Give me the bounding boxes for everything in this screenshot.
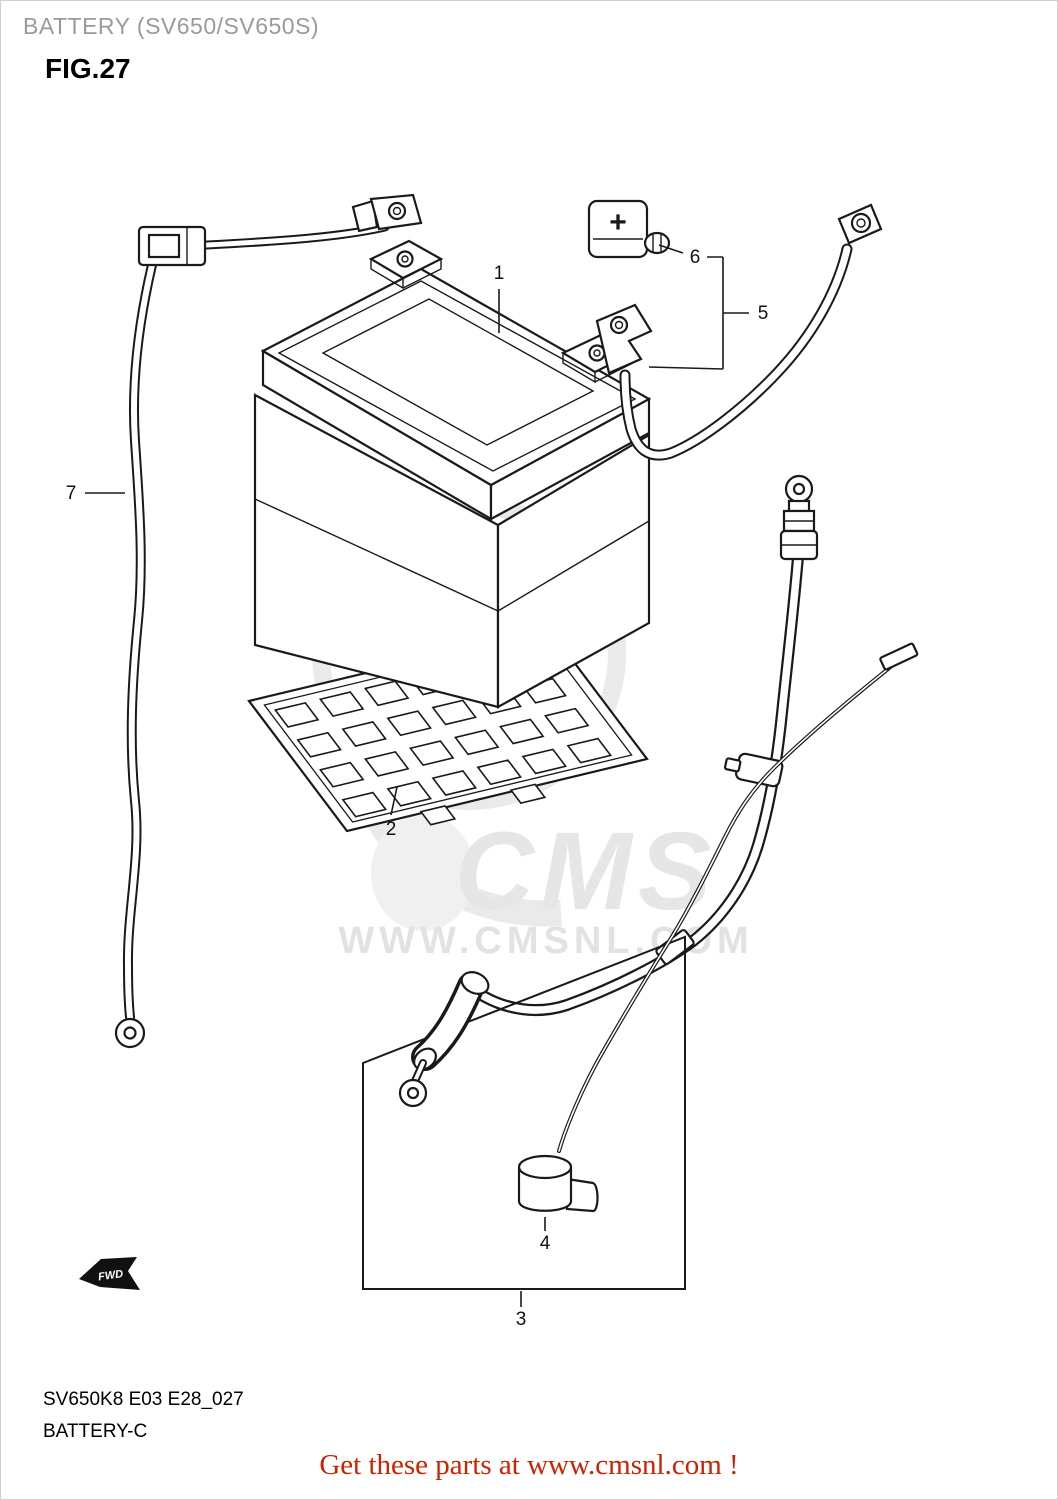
cable-7-top-bracket bbox=[351, 193, 423, 233]
tray-foot bbox=[421, 806, 455, 825]
watermark-blob bbox=[371, 815, 475, 931]
ground-cable-7 bbox=[114, 193, 423, 1049]
component-4-top bbox=[517, 1154, 573, 1180]
battery-terminal-left bbox=[368, 239, 444, 290]
plus-terminal-symbol: + bbox=[609, 206, 627, 239]
battery-minus-lead bbox=[463, 474, 819, 1016]
battery-seam-line bbox=[254, 498, 499, 612]
cable-5-wire bbox=[619, 243, 853, 461]
part-label-3[interactable]: 3 bbox=[516, 1309, 527, 1330]
part-label-4[interactable]: 4 bbox=[540, 1233, 551, 1254]
battery-lid-top bbox=[260, 267, 652, 487]
sensor-wire bbox=[557, 642, 919, 1153]
battery-seam-line bbox=[497, 520, 650, 612]
cable-5-battery-bracket bbox=[595, 303, 653, 375]
cable-5-ring-terminal bbox=[837, 203, 883, 245]
part-label-5[interactable]: 5 bbox=[758, 303, 769, 324]
fwd-label: FWD bbox=[97, 1268, 124, 1283]
group-3-boundary-box bbox=[362, 935, 686, 1290]
cable-7-ring-terminal bbox=[114, 1017, 146, 1049]
cms-promo-link[interactable]: Get these parts at www.cmsnl.com ! bbox=[319, 1449, 739, 1481]
part-label-7[interactable]: 7 bbox=[66, 483, 77, 504]
fwd-marker: FWD bbox=[79, 1257, 140, 1290]
battery-side-face bbox=[496, 433, 651, 709]
positive-cable-5 bbox=[595, 203, 883, 461]
figure-number: FIG.27 bbox=[45, 53, 131, 84]
part-label-1[interactable]: 1 bbox=[494, 263, 505, 284]
rubber-elbow-boot bbox=[398, 971, 490, 1108]
battery-vent-strip bbox=[321, 298, 595, 446]
component-4 bbox=[517, 1154, 599, 1213]
watermark-brand-text: CMS bbox=[455, 810, 717, 933]
figure-title: BATTERY (SV650/SV650S) bbox=[23, 13, 320, 39]
cable-clamp bbox=[723, 752, 784, 788]
terminal-cover-6: + bbox=[587, 199, 671, 259]
cable-7-connector bbox=[137, 225, 207, 267]
cover-knob bbox=[643, 231, 671, 255]
fwd-arrow bbox=[79, 1257, 140, 1290]
fiche-code: SV650K8 E03 E28_027 bbox=[43, 1389, 244, 1410]
component-4-side bbox=[565, 1177, 599, 1213]
fiche-name: BATTERY-C bbox=[43, 1421, 148, 1442]
boot-opening-top bbox=[460, 971, 490, 995]
callouts: 1 2 3 4 6 5 7 bbox=[66, 244, 769, 1330]
part-label-2[interactable]: 2 bbox=[386, 819, 397, 840]
part-label-6[interactable]: 6 bbox=[690, 247, 701, 268]
tray-foot bbox=[511, 784, 545, 803]
battery-lid-rim bbox=[277, 280, 637, 472]
battery bbox=[253, 239, 652, 709]
sensor-wire-tip bbox=[879, 642, 919, 671]
minus-lead-ring-terminal bbox=[779, 474, 819, 561]
